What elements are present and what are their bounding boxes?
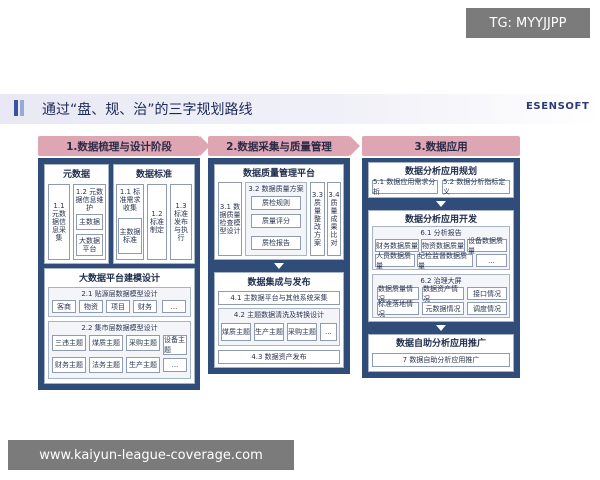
quality-check-model: 3.1 数据质量检查模型设计 [218, 182, 242, 256]
page-title: 通过“盘、规、治”的三字规划路线 [42, 102, 253, 118]
column-header-2: 2.数据采集与质量管理 [208, 136, 360, 156]
watermark-bottom: www.kaiyun-league-coverage.com [8, 440, 294, 470]
mart-layer-title: 2.2 集市层数据模型设计 [81, 323, 158, 332]
cleanse-topic: 煤质主题 [221, 323, 251, 341]
screen-item: 数据质量情况 [377, 285, 419, 303]
quality-plan-title: 3.2 数据质量方案 [248, 185, 304, 193]
mart-topic: 三违主题 [52, 335, 86, 351]
screen-item: 调度情况 [467, 302, 507, 315]
quality-rule: 质检规则 [251, 196, 301, 210]
standard-master-data: 主数据标准 [118, 218, 142, 254]
metadata-bigdata-platform: 大数据平台 [76, 234, 103, 256]
brand-logo: ESENSOFT [526, 101, 590, 112]
report-item: 纪检监督数据质量 [417, 252, 473, 270]
plan-item: 5.2 数据分析指标定义 [442, 178, 510, 196]
metadata-master-data: 主数据 [76, 214, 103, 230]
screen-item: 标准落地情况 [377, 300, 419, 318]
standard-title: 数据标准 [135, 169, 172, 180]
source-item: 物资 [79, 300, 103, 313]
self-service-item: 7 数据自助分析应用推广 [372, 353, 510, 367]
report-item: 财务数据质量 [375, 239, 419, 252]
analysis-dev-title: 数据分析应用开发 [404, 214, 477, 225]
metadata-title: 元数据 [62, 169, 90, 180]
source-item: 项目 [106, 300, 130, 313]
source-layer-title: 2.1 贴源层数据模型设计 [81, 289, 158, 298]
source-item: 财务 [133, 300, 157, 313]
standard-publish: 1.3 标准发布与执行 [170, 184, 192, 260]
title-band [0, 94, 600, 124]
platform-modeling-title: 大数据平台建模设计 [78, 273, 160, 284]
report-item: 设备数据质量 [467, 237, 507, 255]
quality-report: 质检报告 [251, 236, 301, 250]
quality-rectify: 3.3 质量整改方案 [310, 182, 325, 256]
asset-publish: 4.3 数据资产发布 [218, 350, 340, 364]
mart-topic: 生产主题 [126, 357, 160, 373]
flow-arrow-icon [436, 325, 446, 331]
screen-item: 元数据情况 [422, 302, 464, 315]
report-item: 物资数据质量 [421, 239, 465, 252]
mart-topic-device: 设备主题 [163, 335, 187, 355]
mart-topic-more: ... [163, 358, 187, 372]
quality-score: 质量评分 [251, 214, 301, 228]
mart-topic: 采购主题 [126, 335, 160, 351]
cleanse-topic-more: ... [320, 323, 337, 341]
quality-platform-title: 数据质量管理平台 [242, 168, 315, 179]
mart-topic: 法务主题 [89, 357, 123, 373]
analysis-plan-title: 数据分析应用规划 [404, 166, 477, 177]
screen-item: 数据资产情况 [422, 285, 464, 303]
metadata-collect: 1.1 元数据信息采集 [48, 184, 70, 260]
mart-topic: 煤质主题 [89, 335, 123, 351]
source-item: ... [162, 300, 186, 313]
column-header-3: 3.数据应用 [362, 136, 520, 156]
plan-item: 5.1 数据应用需求分析 [372, 178, 438, 196]
standard-define: 1.2 标准制定 [147, 184, 167, 260]
watermark-top: TG: MYYJJPP [466, 8, 590, 38]
flow-arrow-icon [274, 263, 284, 269]
source-item: 客商 [52, 300, 76, 313]
report-item-more: ... [476, 254, 507, 267]
column-header-1: 1.数据梳理与设计阶段 [38, 136, 210, 156]
cleanse-topic: 采购主题 [287, 323, 317, 341]
bars-icon [14, 100, 26, 116]
flow-arrow-icon [436, 201, 446, 207]
integration-cleanse-title: 4.2 主题数据清洗及转换设计 [233, 310, 325, 319]
mart-topic: 财务主题 [52, 357, 86, 373]
report-item: 人员数据质量 [375, 252, 415, 270]
self-service-title: 数据自助分析应用推广 [395, 338, 486, 349]
quality-compare: 3.4 质量成果比对 [327, 182, 341, 256]
screen-item: 接口情况 [467, 287, 507, 300]
governance-screen-title: 6.2 治理大屏 [420, 276, 462, 285]
analysis-report-title: 6.1 分析报告 [420, 228, 462, 237]
integration-collect: 4.1 主数据平台与其他系统采集 [218, 291, 340, 305]
integration-title: 数据集成与发布 [247, 277, 311, 288]
cleanse-topic: 生产主题 [254, 323, 284, 341]
